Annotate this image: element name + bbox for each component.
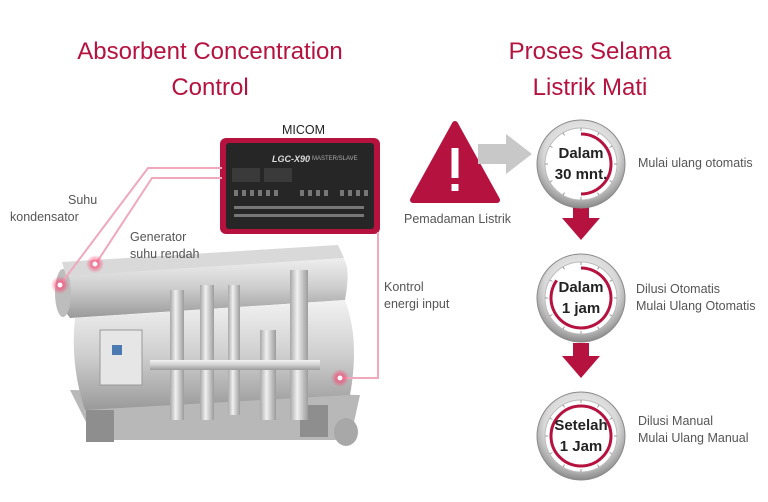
down-arrow-icon [562,205,600,240]
step2-desc-line2: Mulai Ulang Otomatis [636,299,756,313]
step3-time-line2: 1 Jam [559,438,603,455]
label-suhu-kondensator: Suhu kondensator [10,192,97,226]
gen-line1: Generator [130,230,187,244]
label-generator: Generator suhu rendah [130,229,200,263]
label-kontrol: Kontrol energi input [384,279,449,313]
step2-time-line1: Dalam [558,279,604,296]
stopwatch-icon [536,391,626,481]
step1-desc: Mulai ulang otomatis [638,155,753,172]
step1-desc-line1: Mulai ulang otomatis [638,156,753,170]
left-title: Absorbent Concentration Control [77,38,343,101]
step1-time-line1: Dalam [558,145,604,162]
down-arrow-icon [562,343,600,378]
absorption-chiller-image [55,245,360,446]
step2-desc: Dilusi Otomatis Mulai Ulang Otomatis [636,281,756,315]
step1-time-line2: 30 mnt. [554,166,608,183]
step2-time-line2: 1 jam [561,300,601,317]
sensor-points [51,255,349,387]
label-power-failure: Pemadaman Listrik [404,212,511,226]
panel-brand: LGC-X90 [272,154,311,164]
stopwatch-icon [536,253,626,343]
step3-desc-line1: Dilusi Manual [638,414,714,428]
right-title: Proses Selama Listrik Mati [470,34,710,106]
kontrol-line2: energi input [384,297,450,311]
panel-sub: MASTER/SLAVE [312,156,358,162]
step2-time: Dalam 1 jam [541,277,621,319]
step3-desc-line2: Mulai Ulang Manual [638,431,749,445]
suhu-line2: kondensator [10,210,79,224]
micom-panel-image [220,138,380,234]
step3-time: Setelah 1 Jam [541,415,621,457]
right-title-line2: Listrik Mati [532,74,648,101]
gray-arrow-icon [478,134,532,174]
gen-line2: suhu rendah [130,247,200,261]
suhu-line1: Suhu [68,193,98,207]
sensor-lines [59,167,379,379]
warning-icon [410,121,500,203]
kontrol-line1: Kontrol [384,280,424,294]
right-title-line1: Proses Selama [508,38,672,65]
clock-group [536,119,626,481]
step3-desc: Dilusi Manual Mulai Ulang Manual [638,413,748,447]
step3-time-line1: Setelah [554,417,608,434]
step1-time: Dalam 30 mnt. [541,143,621,185]
stopwatch-icon [536,119,626,209]
step2-desc-line1: Dilusi Otomatis [636,282,721,296]
micom-label: MICOM [282,123,326,137]
